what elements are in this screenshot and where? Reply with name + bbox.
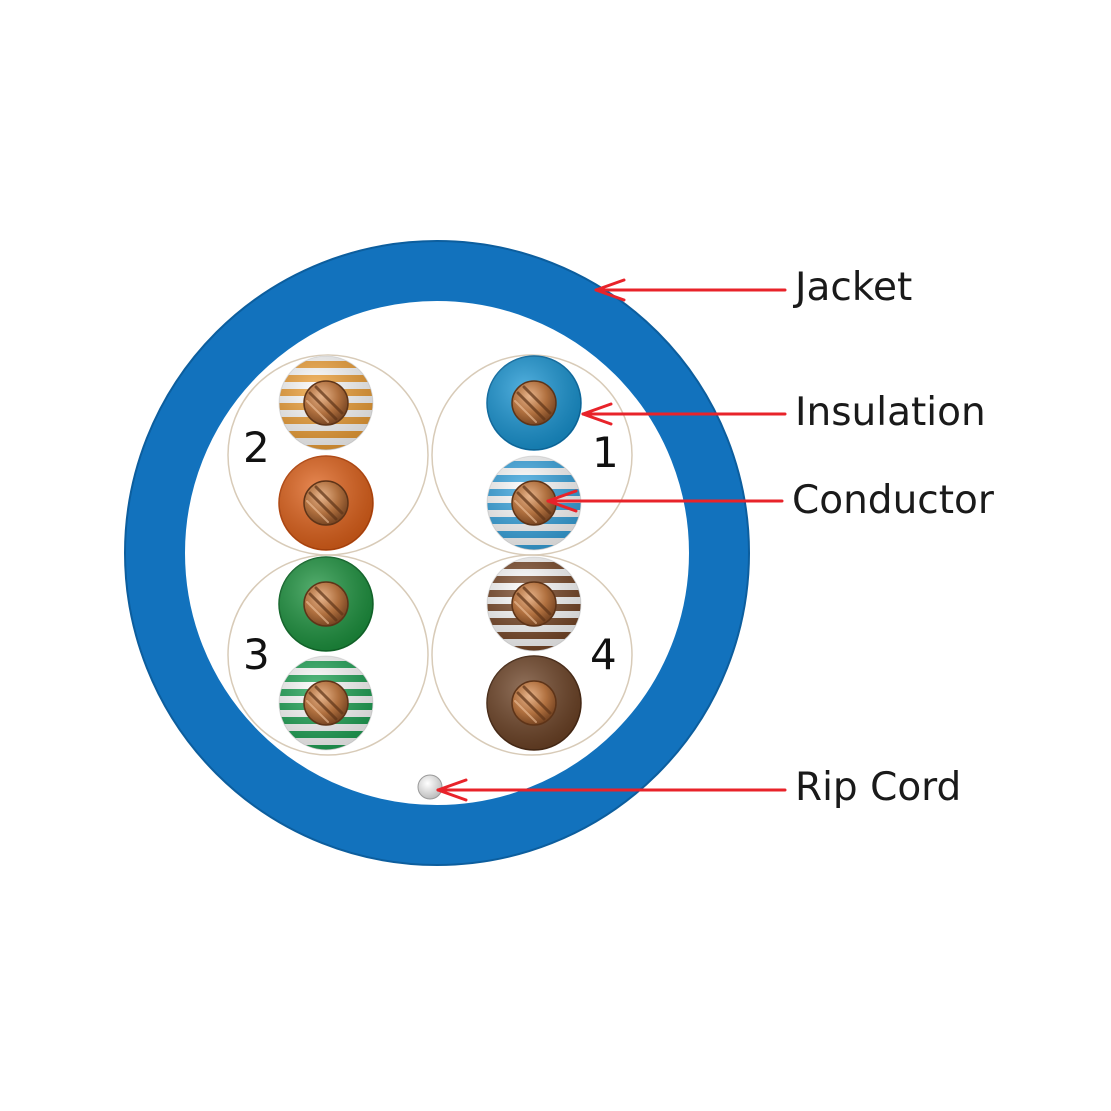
wire-white-brown xyxy=(486,556,582,652)
jacket-outer-edge xyxy=(124,240,750,866)
pair-number-4: 4 xyxy=(590,630,617,679)
jacket-arrow-head xyxy=(594,278,626,302)
label-insulation: Insulation xyxy=(795,390,986,435)
conductor-arrow-head xyxy=(546,489,578,513)
pair-2 xyxy=(278,355,374,551)
wire-blue xyxy=(486,355,582,451)
pair-number-3: 3 xyxy=(243,630,270,679)
pair-4 xyxy=(486,556,582,751)
pair-outlines xyxy=(227,354,633,756)
wire-green xyxy=(278,556,374,652)
wire-white-blue xyxy=(486,455,582,551)
callout-arrows xyxy=(436,278,787,802)
wire-brown xyxy=(486,655,582,751)
pair-3 xyxy=(278,556,374,751)
insulation-arrow-head xyxy=(581,402,613,426)
label-conductor: Conductor xyxy=(792,478,995,523)
rip-cord xyxy=(417,774,443,800)
pair-1 xyxy=(486,355,582,551)
wire-white-orange xyxy=(278,355,374,451)
wire-orange xyxy=(278,455,374,551)
pair-number-1: 1 xyxy=(592,428,619,477)
label-rip-cord: Rip Cord xyxy=(795,765,961,810)
rip-cord-arrow-head xyxy=(436,778,468,802)
label-jacket: Jacket xyxy=(792,265,912,310)
wire-white-green xyxy=(278,655,374,751)
pair-number-2: 2 xyxy=(243,423,270,472)
jacket-ring xyxy=(125,241,749,865)
